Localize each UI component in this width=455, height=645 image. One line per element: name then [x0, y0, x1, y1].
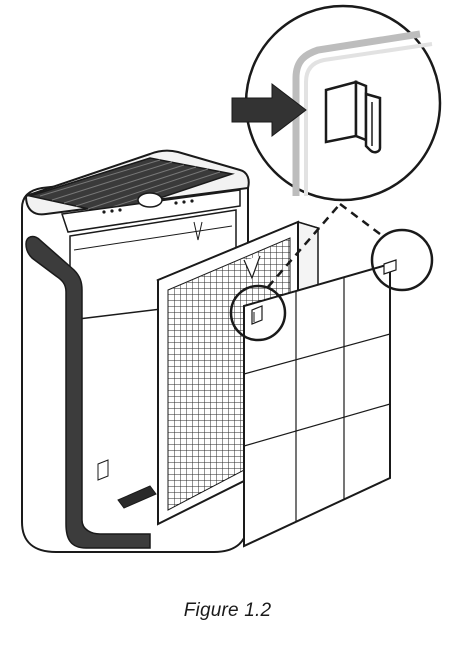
dashed-leader-lines	[267, 203, 381, 288]
magnified-detail	[244, 4, 442, 202]
callout-circle-left	[229, 284, 287, 342]
insert-direction-arrow-icon	[231, 82, 307, 138]
air-purifier-filter-diagram	[21, 4, 442, 553]
power-dial	[137, 192, 163, 208]
callout-circle-right	[370, 228, 434, 292]
pre-filter	[243, 259, 397, 548]
purifier-unit	[21, 149, 250, 553]
control-panel-buttons	[102, 199, 194, 214]
figure-caption: Figure 1.2	[183, 600, 272, 621]
